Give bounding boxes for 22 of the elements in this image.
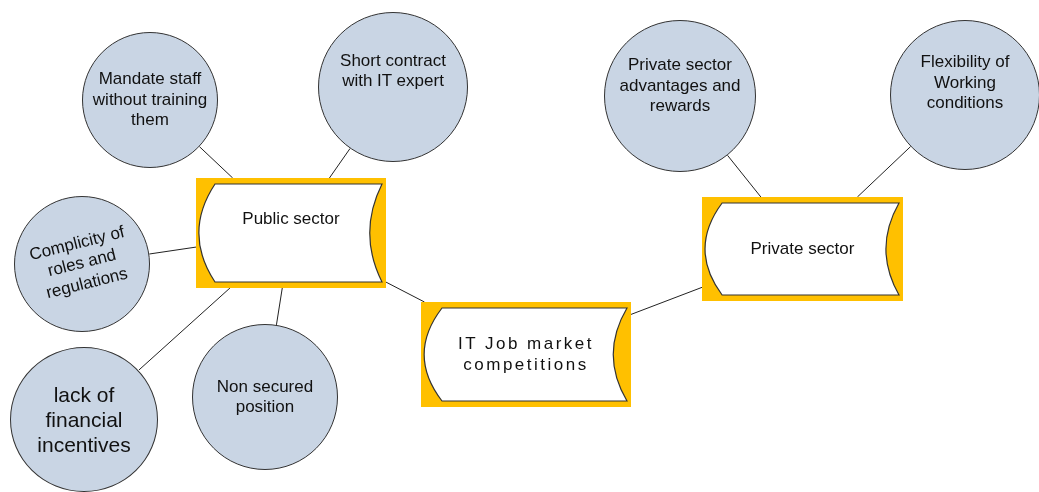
node-label: Private sector	[749, 238, 856, 260]
connector-line	[856, 146, 912, 198]
node-label: Non secured position	[215, 376, 315, 418]
connector-line	[275, 287, 283, 326]
node-label: Short contract with IT expert	[339, 50, 447, 92]
node-label: lack of financial incentives	[36, 381, 132, 458]
connector-line	[148, 246, 197, 255]
data-storage-shape	[421, 302, 631, 407]
connector-line	[138, 287, 231, 371]
node-label: Public sector	[241, 208, 341, 230]
connector-line	[328, 148, 351, 179]
connector-line	[727, 154, 762, 198]
node-label: Flexibility of Working conditions	[919, 52, 1011, 114]
data-storage-shape	[196, 178, 386, 288]
connector-line	[198, 146, 234, 179]
node-label: Mandate staff without training them	[91, 69, 209, 131]
connector-line	[385, 281, 425, 303]
connector-line	[630, 286, 703, 315]
node-label: Private sector advantages and rewards	[618, 55, 742, 117]
node-label: IT Job market competitions	[456, 334, 596, 375]
node-label: Complicity of roles and regulations	[26, 221, 131, 305]
data-storage-shape	[702, 197, 903, 301]
